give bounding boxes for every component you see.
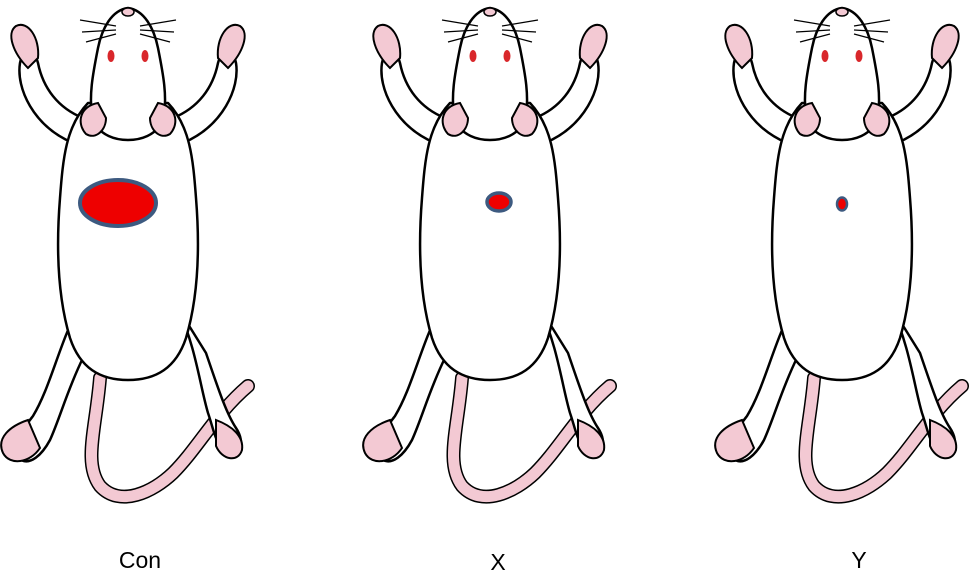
tumor-large [80,180,156,226]
mouse-con [1,8,248,497]
mouse-y [715,8,962,497]
mouse-x [363,8,610,497]
tumor-small [837,198,847,211]
tumor-medium [487,193,511,211]
mouse-label-y: Y [759,549,959,572]
mouse-label-x: X [398,551,598,574]
mouse-label-con: Con [40,549,240,572]
